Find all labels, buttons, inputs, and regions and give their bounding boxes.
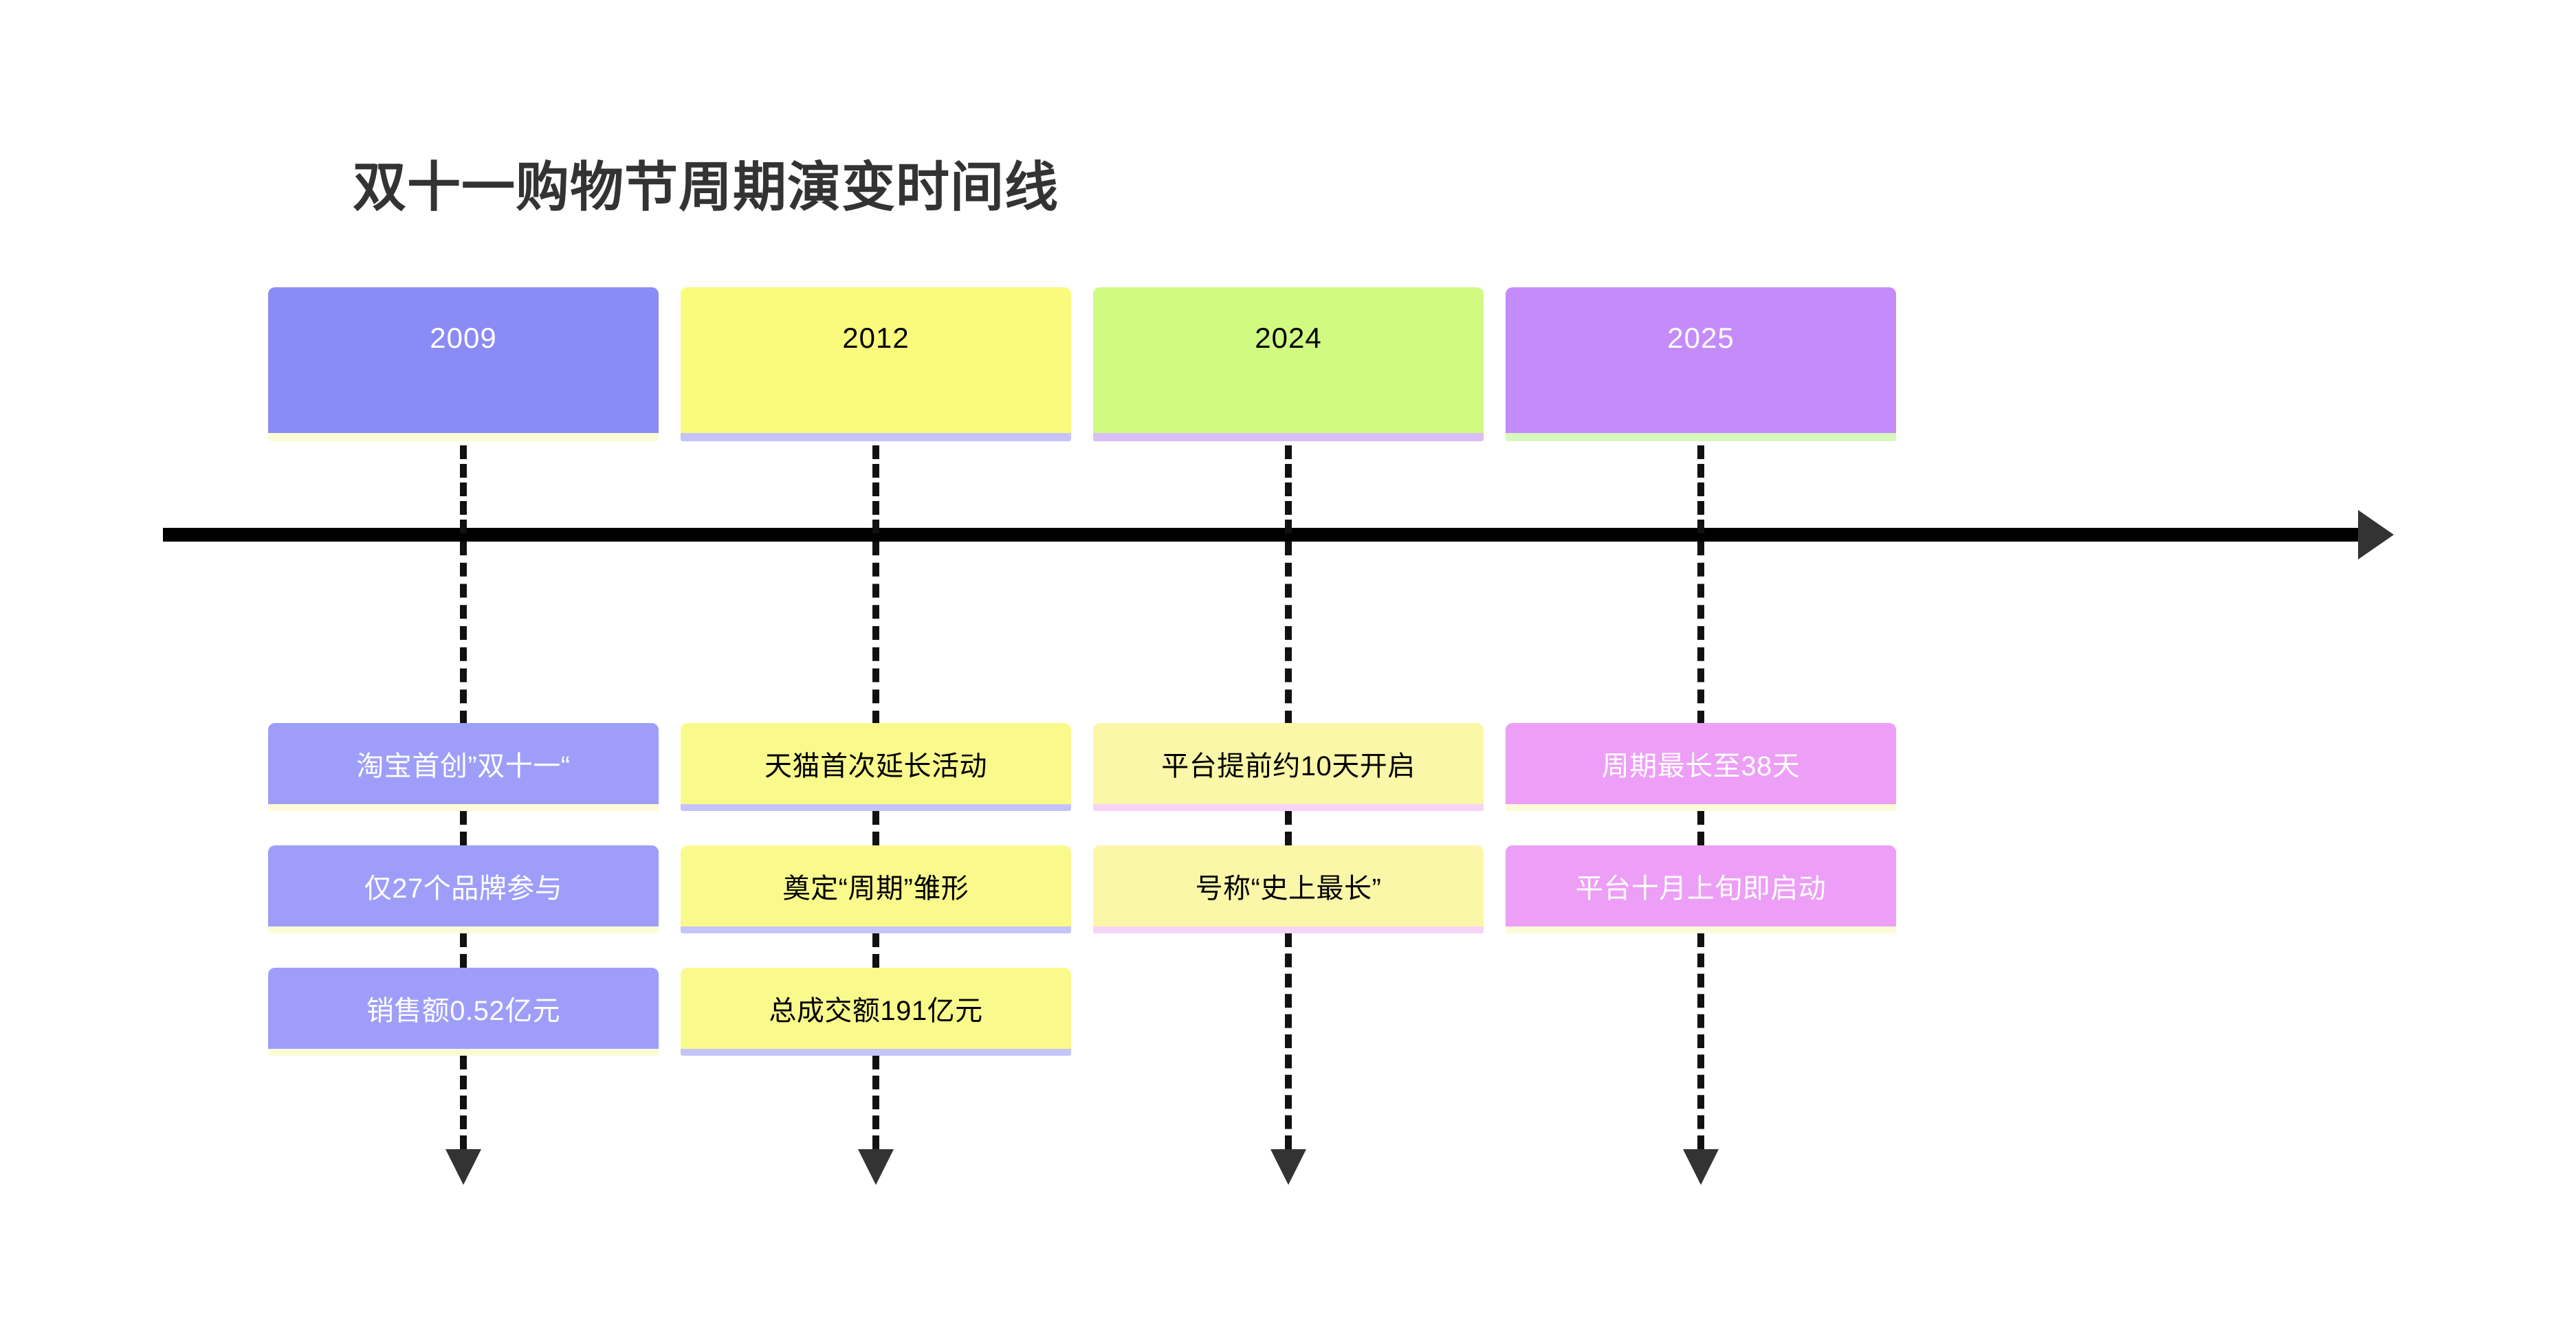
- detail-card[interactable]: 销售额0.52亿元: [268, 968, 659, 1049]
- detail-card[interactable]: 天猫首次延长活动: [681, 723, 1071, 804]
- connector-dashed-segment: [872, 811, 879, 845]
- detail-card-accent-strip: [268, 1049, 659, 1056]
- detail-card[interactable]: 周期最长至38天: [1506, 723, 1896, 804]
- connector-dashed-middle: [872, 542, 879, 724]
- timeline-column-2024: 2024 平台提前约10天开启号称“史上最长”: [1093, 0, 1484, 1343]
- detail-card-accent-strip: [681, 926, 1071, 933]
- year-label: 2012: [842, 322, 910, 354]
- detail-card[interactable]: 仅27个品牌参与: [268, 845, 659, 926]
- connector-dashed-upper: [1697, 445, 1704, 533]
- detail-card[interactable]: 平台提前约10天开启: [1093, 723, 1484, 804]
- detail-card[interactable]: 平台十月上旬即启动: [1506, 845, 1896, 926]
- connector-down-arrowhead: [858, 1149, 894, 1185]
- detail-card-label: 淘宝首创”双十一“: [356, 751, 571, 781]
- connector-dashed-segment: [460, 811, 467, 845]
- detail-card-label: 天猫首次延长活动: [764, 751, 987, 781]
- connector-dashed-segment: [872, 933, 879, 968]
- timeline-axis-line: [163, 528, 2368, 542]
- connector-dashed-upper: [872, 445, 879, 533]
- detail-card[interactable]: 总成交额191亿元: [681, 968, 1071, 1049]
- detail-card[interactable]: 奠定“周期”雏形: [681, 845, 1071, 926]
- connector-dashed-middle: [1285, 542, 1292, 724]
- connector-down-arrowhead: [1683, 1149, 1719, 1185]
- year-card-2012[interactable]: 2012: [681, 287, 1071, 433]
- page-title: 双十一购物节周期演变时间线: [353, 157, 1059, 217]
- year-card-accent-strip: [268, 433, 659, 441]
- detail-card-label: 总成交额191亿元: [769, 996, 983, 1026]
- year-card-2009[interactable]: 2009: [268, 287, 659, 433]
- detail-card-accent-strip: [268, 804, 659, 811]
- detail-card-accent-strip: [268, 926, 659, 933]
- detail-card[interactable]: 号称“史上最长”: [1093, 845, 1484, 926]
- detail-card-accent-strip: [1093, 926, 1484, 933]
- year-card-accent-strip: [1506, 433, 1896, 441]
- timeline-axis-arrowhead: [2358, 510, 2394, 559]
- connector-dashed-tail: [460, 1056, 467, 1149]
- connector-dashed-segment: [1697, 811, 1704, 845]
- timeline-column-2009: 2009 淘宝首创”双十一“ 仅27个品牌参与销售额0.52亿元: [268, 0, 659, 1343]
- connector-dashed-segment: [460, 933, 467, 968]
- connector-dashed-segment: [1285, 811, 1292, 845]
- timeline-column-2025: 2025 周期最长至38天平台十月上旬即启动: [1506, 0, 1896, 1343]
- detail-card-label: 仅27个品牌参与: [364, 874, 563, 904]
- connector-dashed-upper: [460, 445, 467, 533]
- connector-down-arrowhead: [1270, 1149, 1306, 1185]
- year-card-accent-strip: [1093, 433, 1484, 441]
- year-label: 2009: [430, 322, 497, 354]
- detail-card-label: 奠定“周期”雏形: [782, 874, 969, 904]
- detail-card-label: 平台十月上旬即启动: [1575, 874, 1827, 904]
- detail-card-label: 号称“史上最长”: [1195, 874, 1382, 904]
- detail-card-accent-strip: [1093, 804, 1484, 811]
- detail-card-label: 销售额0.52亿元: [366, 996, 561, 1026]
- detail-card-accent-strip: [681, 1049, 1071, 1056]
- timeline-column-2012: 2012 天猫首次延长活动奠定“周期”雏形总成交额191亿元: [681, 0, 1071, 1343]
- year-label: 2025: [1667, 322, 1735, 354]
- connector-dashed-tail: [1697, 933, 1704, 1149]
- connector-dashed-middle: [1697, 542, 1704, 724]
- year-card-2024[interactable]: 2024: [1093, 287, 1484, 433]
- year-label: 2024: [1255, 322, 1322, 354]
- connector-dashed-upper: [1285, 445, 1292, 533]
- year-card-accent-strip: [681, 433, 1071, 441]
- detail-card-accent-strip: [681, 804, 1071, 811]
- connector-dashed-tail: [872, 1056, 879, 1149]
- detail-card[interactable]: 淘宝首创”双十一“: [268, 723, 659, 804]
- detail-card-accent-strip: [1506, 804, 1896, 811]
- connector-dashed-middle: [460, 542, 467, 724]
- connector-down-arrowhead: [445, 1149, 481, 1185]
- detail-card-label: 平台提前约10天开启: [1161, 751, 1416, 781]
- year-card-2025[interactable]: 2025: [1506, 287, 1896, 433]
- detail-card-label: 周期最长至38天: [1601, 751, 1801, 781]
- connector-dashed-tail: [1285, 933, 1292, 1149]
- detail-card-accent-strip: [1506, 926, 1896, 933]
